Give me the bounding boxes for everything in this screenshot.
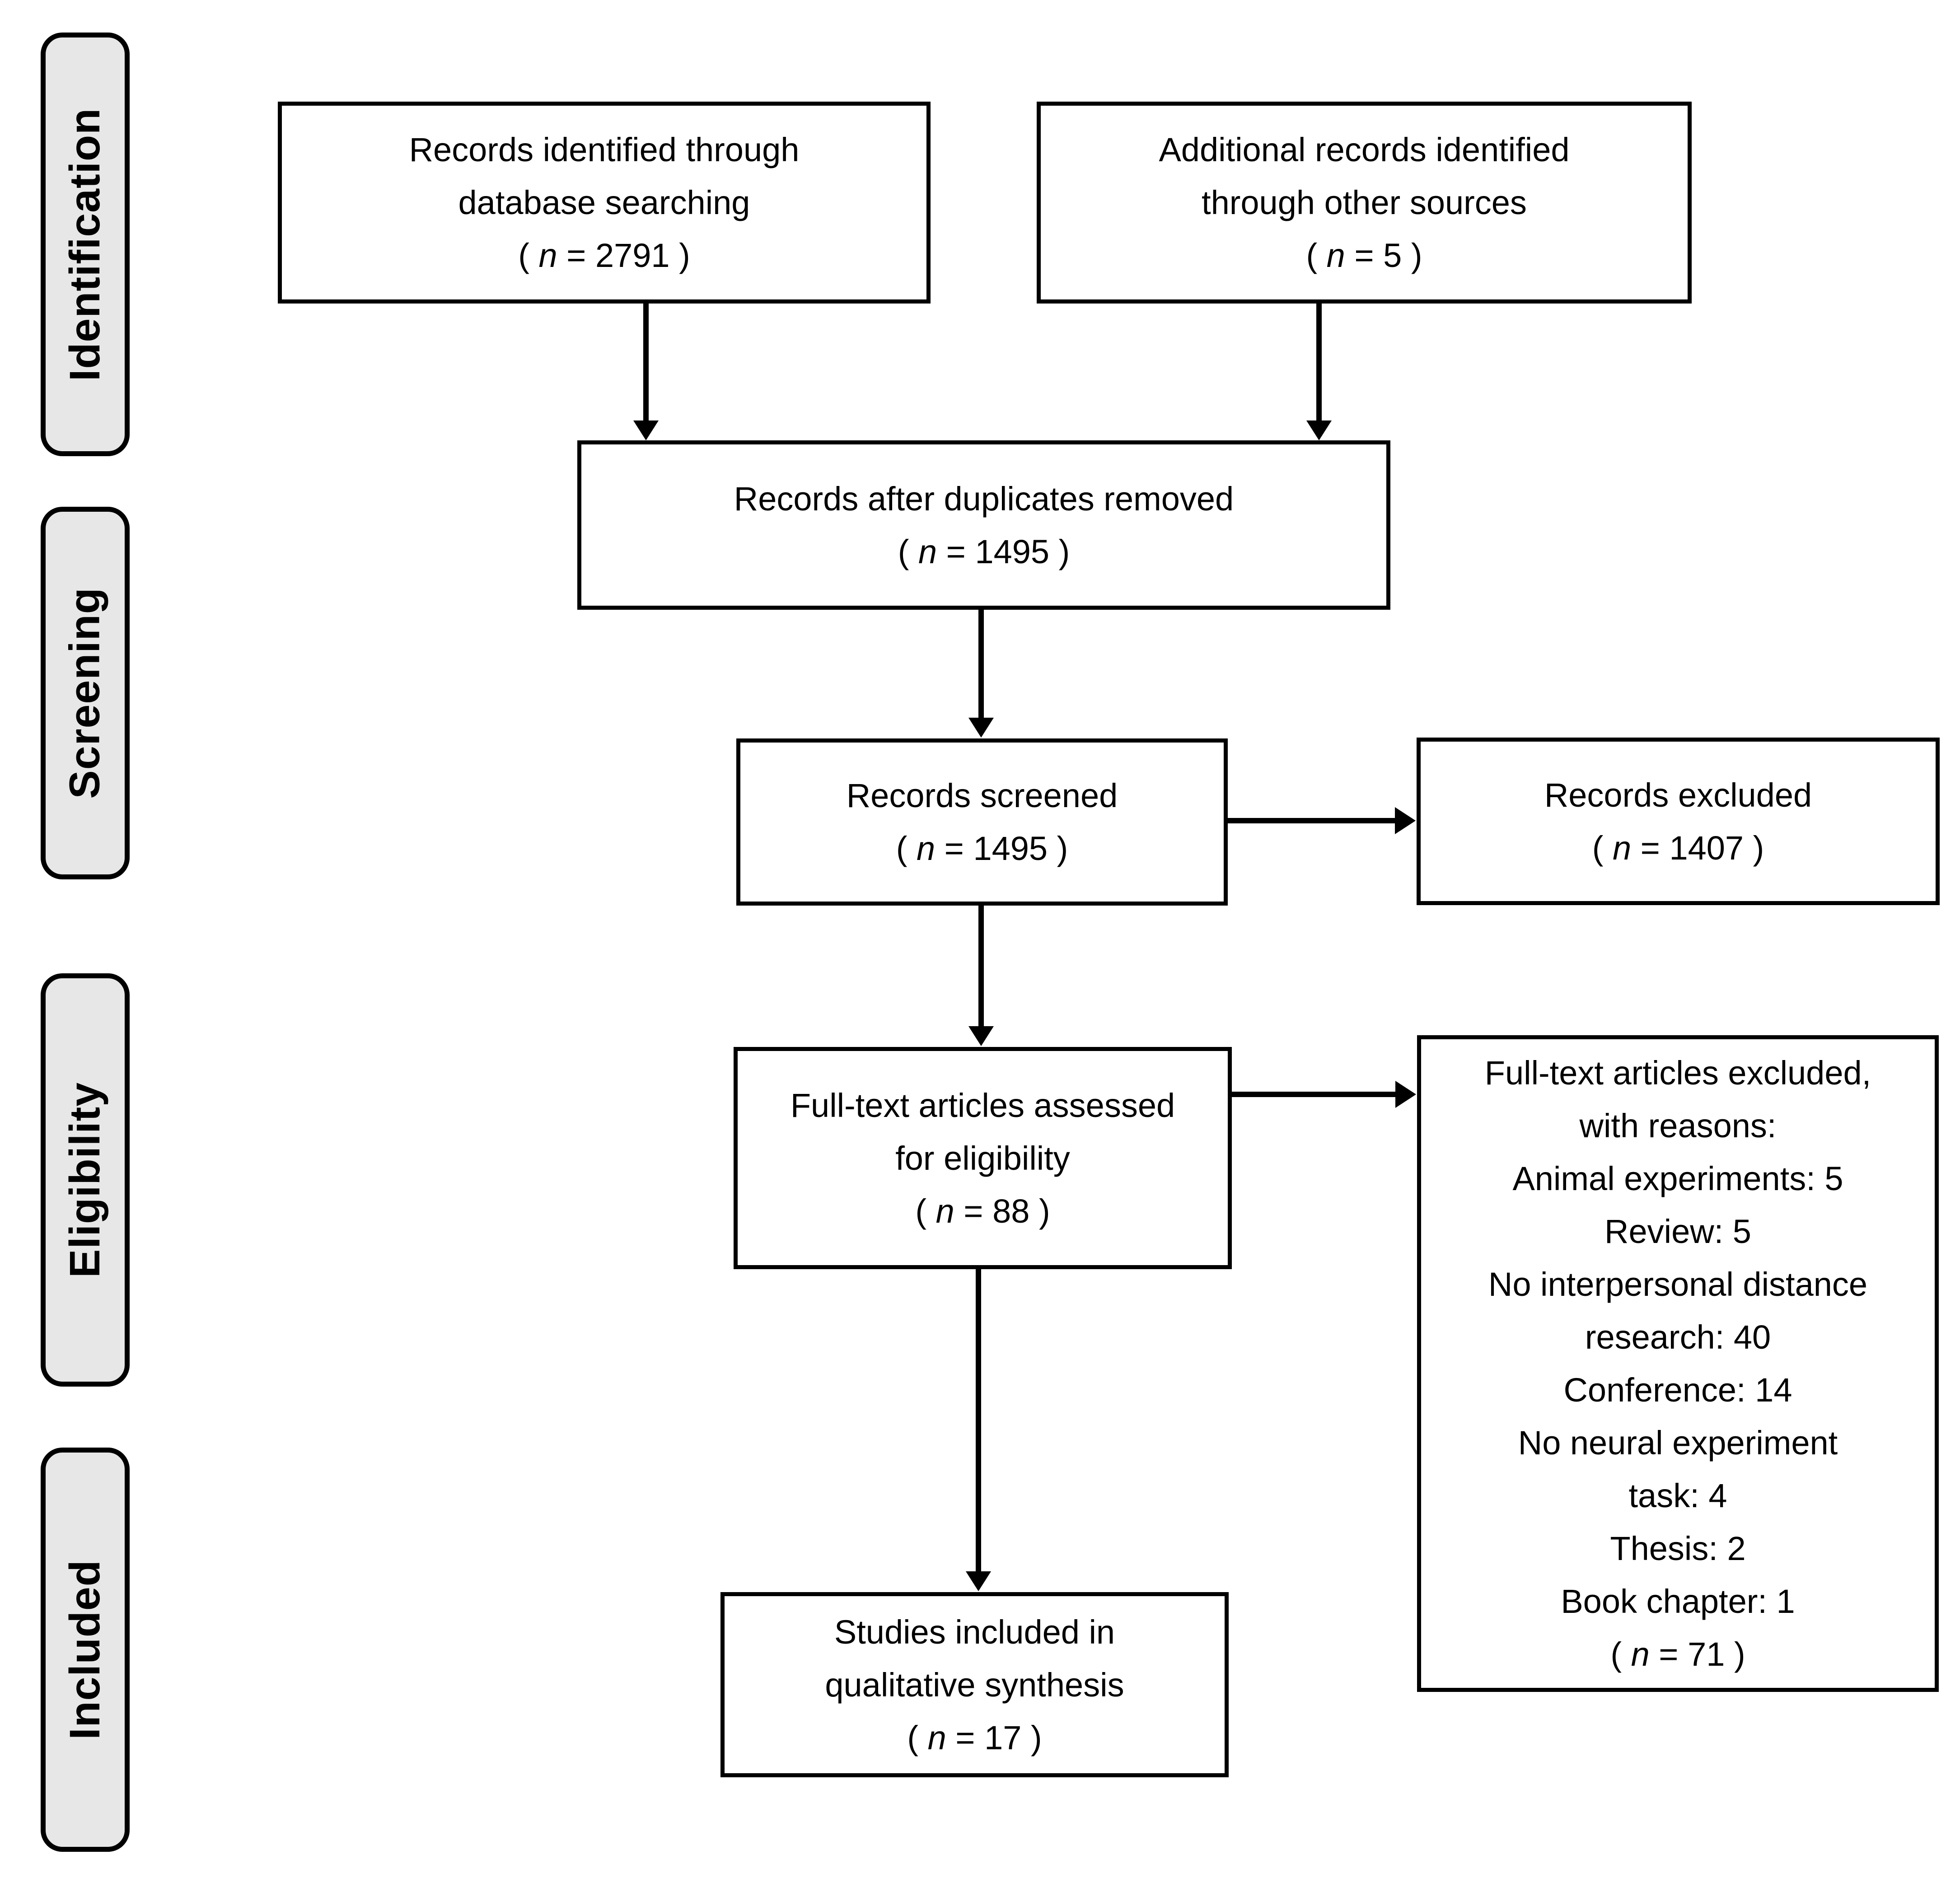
box-studies-included-count: ( n = 17 ) — [907, 1719, 1042, 1757]
stage-eligibility: Eligibility — [41, 973, 130, 1387]
box-studies-included: Studies included in qualitative synthesi… — [720, 1592, 1229, 1777]
box-records-excluded-text: Records excluded — [1544, 776, 1812, 814]
box-records-excluded-count: ( n = 1407 ) — [1592, 829, 1764, 867]
stage-included-label: Included — [61, 1560, 109, 1740]
arrow-additional-to-dedup — [1316, 304, 1322, 420]
box-records-screened-count: ( n = 1495 ) — [896, 830, 1068, 867]
box-fulltext-assessed: Full-text articles assessed for eligibil… — [734, 1047, 1232, 1269]
box-additional-records-text: Additional records identified through ot… — [1159, 131, 1570, 221]
box-records-identified-text: Records identified through database sear… — [409, 131, 800, 221]
box-studies-included-text: Studies included in qualitative synthesi… — [825, 1613, 1124, 1704]
box-duplicates-removed-text: Records after duplicates removed — [734, 480, 1234, 518]
box-fulltext-excluded: Full-text articles excluded, with reason… — [1417, 1035, 1939, 1692]
box-additional-records: Additional records identified through ot… — [1037, 102, 1692, 304]
stage-identification-label: Identification — [61, 107, 109, 381]
box-duplicates-removed: Records after duplicates removed ( n = 1… — [577, 440, 1390, 610]
box-fulltext-excluded-text: Full-text articles excluded, with reason… — [1484, 1054, 1871, 1620]
box-fulltext-assessed-text: Full-text articles assessed for eligibil… — [790, 1086, 1175, 1177]
stage-screening: Screening — [41, 507, 130, 879]
box-records-excluded: Records excluded ( n = 1407 ) — [1417, 738, 1940, 905]
box-fulltext-excluded-count: ( n = 71 ) — [1610, 1635, 1745, 1673]
stage-identification: Identification — [41, 33, 130, 456]
box-fulltext-assessed-count: ( n = 88 ) — [915, 1192, 1050, 1230]
arrow-screened-to-fulltext — [978, 906, 984, 1026]
stage-screening-label: Screening — [61, 587, 109, 799]
stage-eligibility-label: Eligibility — [61, 1082, 109, 1278]
arrow-dedup-to-screened — [978, 610, 984, 718]
box-records-identified-count: ( n = 2791 ) — [518, 237, 690, 274]
box-duplicates-removed-count: ( n = 1495 ) — [898, 533, 1070, 570]
arrow-fulltext-to-excluded — [1232, 1092, 1396, 1097]
arrow-identified-to-dedup — [643, 304, 649, 420]
box-additional-records-count: ( n = 5 ) — [1306, 237, 1422, 274]
arrow-screened-to-excluded — [1228, 818, 1396, 823]
box-records-screened-text: Records screened — [846, 777, 1118, 814]
box-records-identified: Records identified through database sear… — [278, 102, 931, 304]
arrow-fulltext-to-included — [976, 1269, 981, 1571]
stage-included: Included — [41, 1448, 130, 1852]
box-records-screened: Records screened ( n = 1495 ) — [736, 738, 1228, 906]
